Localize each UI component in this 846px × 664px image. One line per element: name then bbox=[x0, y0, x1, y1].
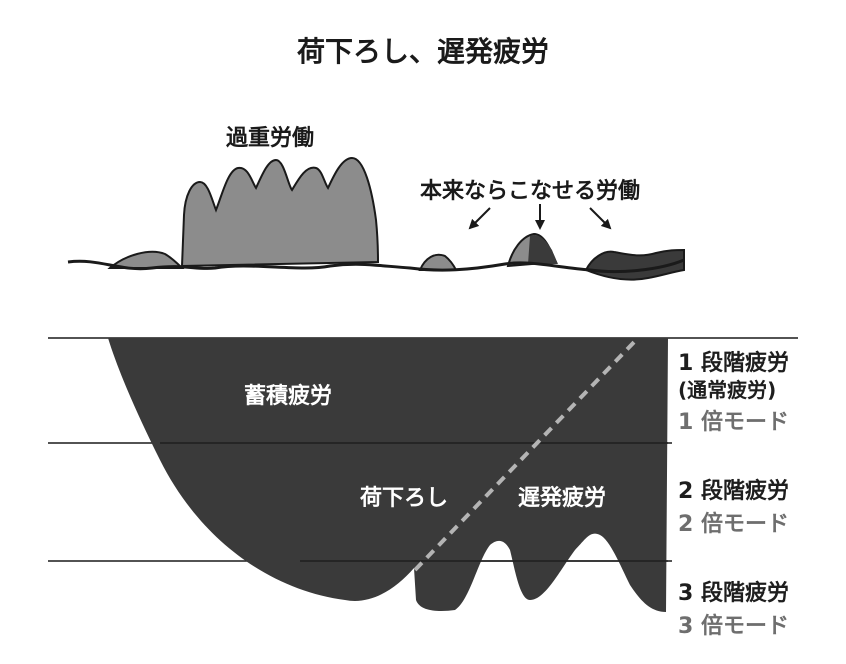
page-title: 荷下ろし、遅発疲労 bbox=[296, 35, 549, 68]
normal-work-label: 本来ならこなせる労働 bbox=[420, 179, 641, 204]
arrow-left bbox=[468, 207, 491, 230]
overwork-label: 過重労働 bbox=[226, 126, 315, 151]
stage-1-sublabel: (通常疲労) bbox=[678, 378, 777, 402]
unloading-label: 荷下ろし bbox=[360, 486, 449, 511]
stage-2-mode: 2 倍モード bbox=[678, 512, 789, 537]
dashed-divider bbox=[413, 336, 640, 572]
delayed-fatigue-label: 遅発疲労 bbox=[518, 486, 607, 511]
overwork-mound bbox=[180, 156, 380, 268]
stage-3-mode: 3 倍モード bbox=[678, 614, 789, 639]
accumulated-fatigue-label: 蓄積疲労 bbox=[244, 384, 333, 409]
stage-1-mode: 1 倍モード bbox=[678, 410, 789, 435]
fatigue-shape bbox=[108, 338, 668, 612]
stage-2-label: 2 段階疲労 bbox=[678, 479, 789, 504]
normal-work-bump-center-dark bbox=[528, 234, 558, 264]
arrow-right bbox=[589, 207, 612, 230]
stage-1-label: 1 段階疲労 bbox=[678, 351, 789, 376]
small-work-bump-mid bbox=[418, 253, 458, 271]
work-baseline bbox=[67, 258, 685, 273]
stage-3-label: 3 段階疲労 bbox=[678, 581, 789, 606]
